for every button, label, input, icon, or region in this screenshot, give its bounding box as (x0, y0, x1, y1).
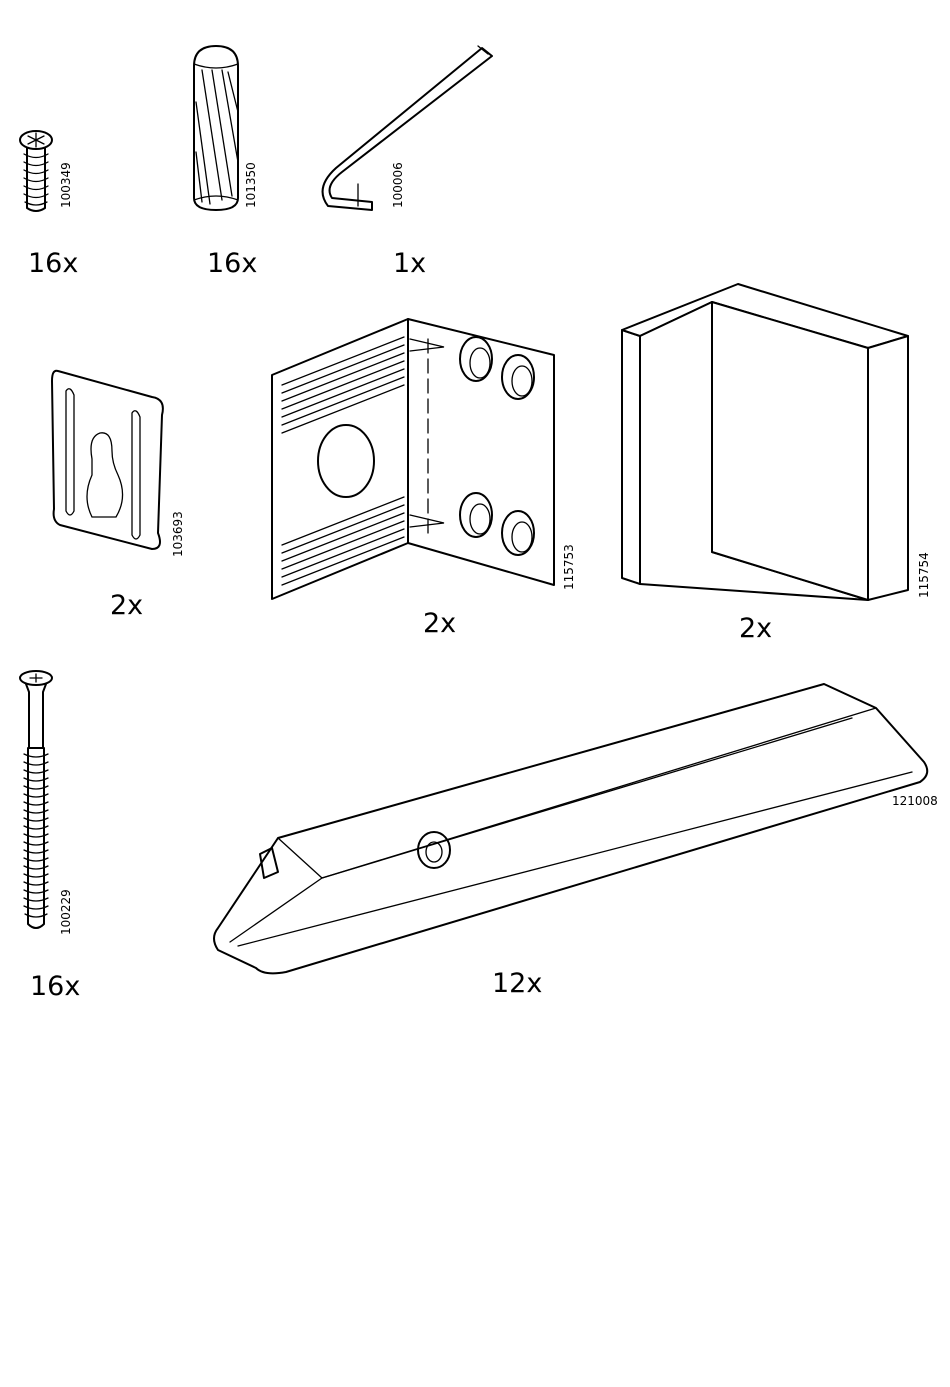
quantity-label: 16x (30, 973, 80, 1000)
allen-key-icon (312, 40, 502, 215)
screw-small-icon (16, 128, 56, 218)
part-corner-bracket (268, 315, 558, 605)
part-rail (212, 682, 934, 978)
quantity-label: 16x (207, 250, 257, 277)
dowel-icon (188, 42, 244, 214)
screw-long-icon (16, 668, 58, 936)
code-label: 115754 (918, 552, 930, 598)
code-label: 121008 (892, 795, 938, 807)
quantity-label: 2x (110, 592, 143, 619)
quantity-label: 1x (393, 250, 426, 277)
corner-bracket-icon (268, 315, 558, 605)
code-label: 100006 (392, 162, 404, 208)
quantity-label: 2x (739, 615, 772, 642)
wall-plate-icon (48, 365, 174, 557)
quantity-label: 16x (28, 250, 78, 277)
part-allen-key (312, 40, 502, 215)
quantity-label: 2x (423, 610, 456, 637)
part-wall-plate (48, 365, 174, 557)
part-screw-small (16, 128, 56, 218)
code-label: 103693 (172, 511, 184, 557)
rail-icon (212, 682, 934, 978)
code-label: 101350 (245, 162, 257, 208)
part-screw-long (16, 668, 58, 936)
part-corner-block (618, 282, 913, 604)
corner-block-icon (618, 282, 913, 604)
code-label: 100229 (60, 889, 72, 935)
code-label: 115753 (563, 544, 575, 590)
quantity-label: 12x (492, 970, 542, 997)
part-dowel (188, 42, 244, 214)
code-label: 100349 (60, 162, 72, 208)
